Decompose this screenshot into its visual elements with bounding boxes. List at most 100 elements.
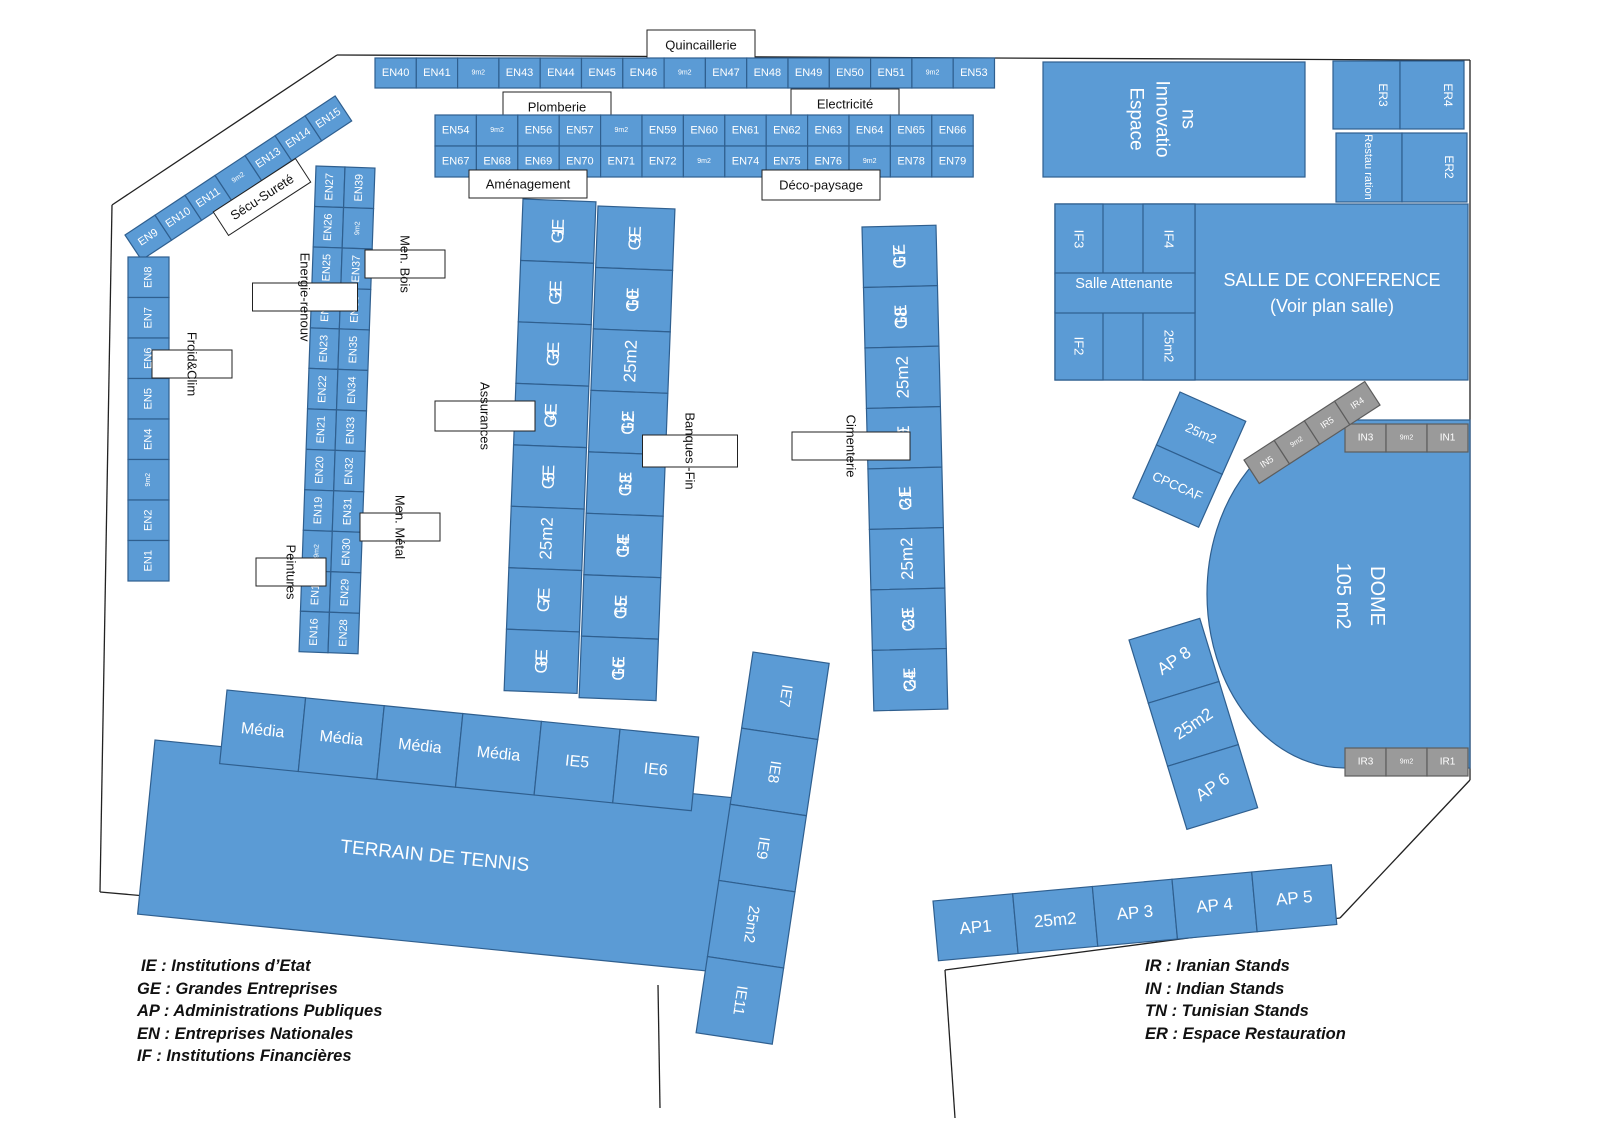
- stand-25m2[interactable]: 25m2: [1155, 391, 1247, 476]
- stand-ie11[interactable]: IE11: [695, 955, 785, 1045]
- stand-en74[interactable]: EN74: [724, 145, 767, 178]
- stand-en23[interactable]: EN23: [308, 327, 340, 371]
- stand-en4[interactable]: EN4: [127, 418, 170, 461]
- stand-en62[interactable]: EN62: [765, 114, 809, 147]
- stand-ap-6[interactable]: AP 6: [1166, 743, 1259, 831]
- stand-25m2[interactable]: 25m2: [706, 879, 796, 969]
- stand-en37[interactable]: EN37: [340, 247, 373, 291]
- stand-9m2[interactable]: 9m2: [475, 114, 519, 147]
- stand-en7[interactable]: EN7: [127, 296, 170, 339]
- stand-en20[interactable]: EN20: [304, 448, 336, 492]
- stand-en61[interactable]: EN61: [724, 114, 767, 147]
- stand-ir3[interactable]: IR3: [1344, 747, 1387, 777]
- stand-en53[interactable]: EN53: [952, 57, 996, 89]
- espace-innovation[interactable]: Espace Innovatio ns: [1042, 61, 1306, 178]
- stand-en26[interactable]: EN26: [312, 205, 345, 249]
- stand-m-dia[interactable]: Média: [454, 712, 543, 796]
- stand-m-dia[interactable]: Média: [218, 689, 307, 773]
- stand-en29[interactable]: EN29: [328, 571, 362, 614]
- stand-en13[interactable]: EN13: [244, 134, 293, 182]
- stand-en44[interactable]: EN44: [539, 57, 583, 89]
- stand-ap-3[interactable]: AP 3: [1091, 878, 1179, 947]
- stand-9m2[interactable]: 9m2: [456, 57, 500, 89]
- stand-in1[interactable]: IN1: [1426, 423, 1469, 453]
- stand-en30[interactable]: EN30: [330, 530, 363, 574]
- stand-en45[interactable]: EN45: [580, 57, 624, 89]
- stand-ie7[interactable]: IE7: [740, 651, 830, 741]
- stand-en9[interactable]: EN9: [124, 214, 173, 261]
- stand-en67[interactable]: EN67: [434, 145, 478, 178]
- stand-en32[interactable]: EN32: [333, 449, 366, 493]
- stand-en22[interactable]: EN22: [306, 367, 339, 411]
- stand-ir1[interactable]: IR1: [1426, 747, 1469, 777]
- stand-ie9[interactable]: IE9: [718, 803, 808, 893]
- stand-9m2[interactable]: 9m2: [600, 114, 643, 147]
- stand-25m2[interactable]: 25m2: [590, 328, 671, 394]
- stand-en66[interactable]: EN66: [931, 114, 974, 147]
- stand-25m2[interactable]: 25m2: [1012, 885, 1099, 955]
- stand-en2[interactable]: EN2: [127, 499, 170, 542]
- stand-en47[interactable]: EN47: [704, 57, 748, 89]
- stand-ie6[interactable]: IE6: [612, 728, 700, 812]
- espace-restauration[interactable]: ER3 ER4 Restau ration ER2: [1332, 60, 1468, 203]
- stand-en54[interactable]: EN54: [434, 114, 478, 147]
- stand-en8[interactable]: EN8: [127, 256, 170, 299]
- stand-en33[interactable]: EN33: [334, 409, 368, 452]
- stand-ap-5[interactable]: AP 5: [1251, 864, 1338, 933]
- stand-en21[interactable]: EN21: [305, 408, 338, 451]
- stand-ie8[interactable]: IE8: [729, 727, 819, 817]
- stand-25m2[interactable]: 25m2: [508, 505, 585, 572]
- stand-ap-4[interactable]: AP 4: [1171, 871, 1258, 940]
- stand-en16[interactable]: EN16: [298, 610, 331, 654]
- stand-ie5[interactable]: IE5: [533, 720, 621, 804]
- stand-ir4[interactable]: IR4: [1333, 380, 1381, 426]
- stand-9m2[interactable]: 9m2: [663, 57, 707, 89]
- stand-en25[interactable]: EN25: [311, 246, 343, 290]
- stand-en34[interactable]: EN34: [335, 368, 369, 412]
- er4-stand[interactable]: ER4: [1441, 83, 1455, 107]
- stand-en15[interactable]: EN15: [304, 95, 353, 142]
- stand-ge-9[interactable]: GE9: [595, 205, 676, 272]
- stand-ap1[interactable]: AP1: [932, 893, 1019, 962]
- if2-stand[interactable]: IF2: [1072, 337, 1087, 356]
- stand-9m2[interactable]: 9m2: [127, 458, 170, 501]
- stand-en49[interactable]: EN49: [787, 57, 830, 89]
- stand-9m2[interactable]: 9m2: [911, 57, 954, 89]
- stand-en14[interactable]: EN14: [274, 114, 323, 162]
- stand-en60[interactable]: EN60: [682, 114, 726, 147]
- stand-m-dia[interactable]: Média: [376, 705, 464, 788]
- stand-in3[interactable]: IN3: [1344, 423, 1387, 453]
- er3-stand[interactable]: ER3: [1376, 83, 1390, 107]
- stand-en11[interactable]: EN11: [184, 174, 233, 222]
- if-25m2-stand[interactable]: 25m2: [1162, 330, 1177, 363]
- stand-ge-2[interactable]: GE2: [517, 259, 595, 326]
- stand-ge-7[interactable]: GE7: [505, 567, 583, 633]
- stand-en79[interactable]: EN79: [931, 145, 974, 178]
- stand-en28[interactable]: EN28: [327, 611, 361, 655]
- stand-en48[interactable]: EN48: [746, 57, 789, 89]
- stand-ap-8[interactable]: AP 8: [1128, 617, 1220, 704]
- stand-9m2[interactable]: 9m2: [682, 145, 726, 178]
- stand-en57[interactable]: EN57: [558, 114, 602, 147]
- stand-en59[interactable]: EN59: [641, 114, 685, 147]
- stand-ge-5[interactable]: GE5: [510, 444, 588, 510]
- stand-9m2[interactable]: 9m2: [341, 206, 375, 250]
- stand-en39[interactable]: EN39: [342, 166, 376, 210]
- stand-en51[interactable]: EN51: [870, 57, 913, 89]
- stand-25m2[interactable]: 25m2: [864, 345, 942, 410]
- stand-en31[interactable]: EN31: [331, 490, 365, 533]
- stand-en27[interactable]: EN27: [313, 165, 346, 209]
- stand-en72[interactable]: EN72: [641, 145, 685, 178]
- stand-m-dia[interactable]: Média: [297, 697, 385, 780]
- stand-en41[interactable]: EN41: [415, 57, 459, 89]
- stand-en65[interactable]: EN65: [889, 114, 933, 147]
- restauration-stand[interactable]: Restau ration: [1362, 134, 1374, 199]
- if4-stand[interactable]: IF4: [1162, 230, 1177, 249]
